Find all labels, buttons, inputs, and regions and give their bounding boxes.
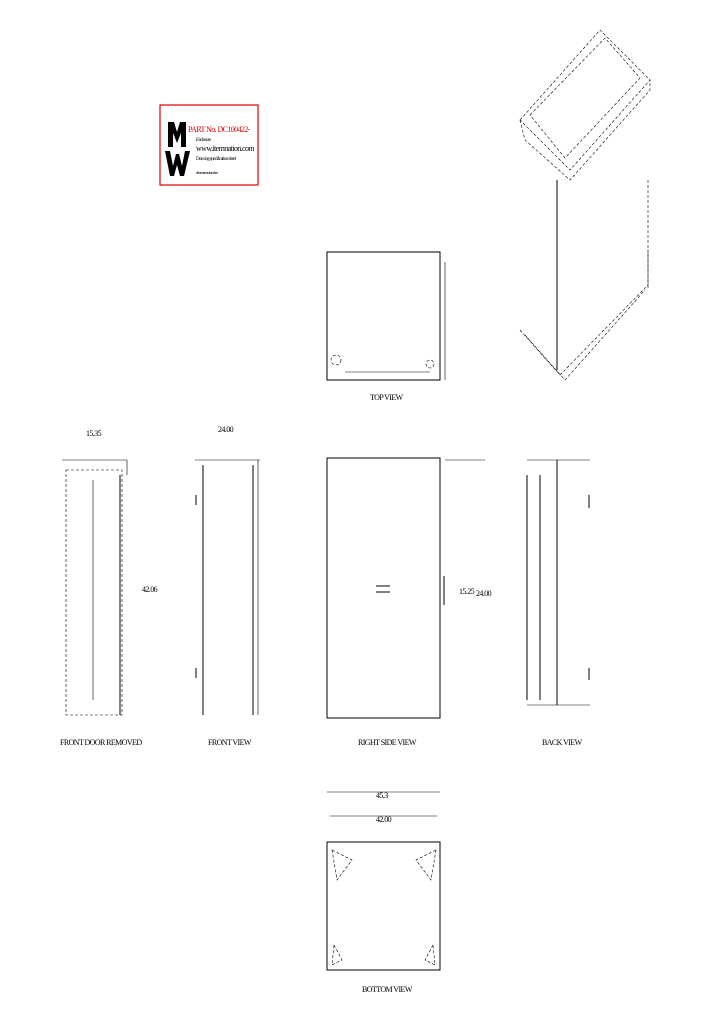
title-line-2: www.itemnation.com — [196, 144, 255, 153]
top-view-label: TOP VIEW — [370, 393, 404, 402]
title-line-1: Enclosure — [196, 138, 212, 143]
bottom-view-label: BOTTOM VIEW — [362, 985, 413, 994]
dim-side-height: 24.00 — [476, 589, 492, 598]
title-line-3: Drawing specification sheet — [196, 157, 237, 162]
dim-door-removed-width: 15.35 — [86, 429, 102, 438]
dim-front-width: 24.00 — [218, 425, 234, 434]
front-view-label: FRONT VIEW — [208, 738, 252, 747]
right-side-view: 15.25 24.00 RIGHT SIDE VIEW — [326, 457, 492, 747]
back-view-label: BACK VIEW — [542, 738, 583, 747]
dim-bottom-outer-width: 45.3 — [376, 791, 388, 800]
title-block-border — [159, 104, 259, 186]
dim-side-inner-height: 15.25 — [459, 587, 475, 596]
dim-bottom-inner-width: 42.00 — [376, 815, 392, 824]
dim-door-removed-height: 42.06 — [142, 585, 158, 594]
front-door-removed-label: FRONT DOOR REMOVED — [60, 738, 142, 747]
front-door-removed-view: 15.35 42.06 FRONT DOOR REMOVED — [60, 429, 158, 747]
front-view: 24.00 FRONT VIEW — [195, 425, 260, 747]
title-block: PART No. DC100422- Enclosure www.itemnat… — [159, 104, 259, 186]
title-line-4: dimensions in inches — [196, 170, 219, 175]
right-side-view-label: RIGHT SIDE VIEW — [358, 738, 417, 747]
back-view: BACK VIEW — [526, 459, 590, 747]
top-view: TOP VIEW — [326, 251, 446, 402]
part-number: PART No. DC100422- — [188, 125, 251, 134]
isometric-view — [519, 29, 651, 381]
company-logo — [165, 122, 190, 176]
bottom-view: 45.3 42.00 BOTTOM VIEW — [326, 791, 441, 994]
